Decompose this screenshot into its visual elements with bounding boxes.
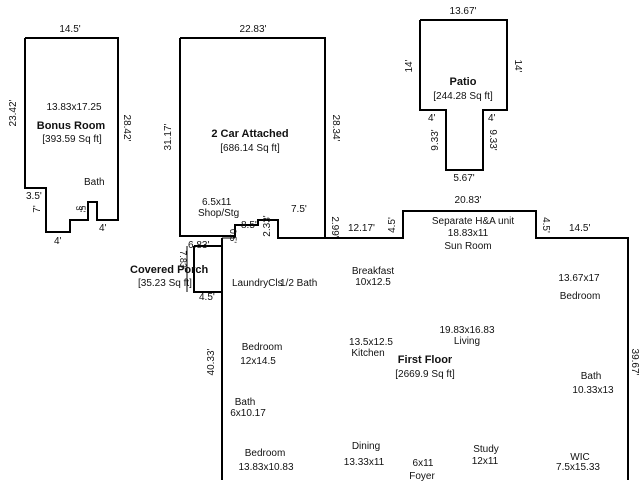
breakfast-label: Breakfast	[351, 266, 395, 277]
covered-porch-title: Covered Porch	[130, 264, 209, 276]
garage-area: [686.14 Sq ft]	[220, 143, 280, 154]
kitchen-label: Kitchen	[351, 348, 385, 359]
shop-storage-size: 6.5x11	[202, 197, 232, 208]
bath-w-label: Bath	[234, 397, 256, 408]
patio-title: Patio	[449, 76, 477, 88]
sun-room-note: Separate H&A unit	[431, 216, 515, 227]
bonus-room-dimension-4-right: 4'	[99, 223, 107, 234]
dining-size: 13.33x11	[343, 457, 385, 468]
bonus-room-area: [393.59 Sq ft]	[42, 134, 102, 145]
living-label: Living	[453, 336, 481, 347]
first-floor-left-dimension: 40.33'	[206, 348, 217, 376]
patio-area: [244.28 Sq ft]	[433, 91, 493, 102]
foyer-label: Foyer	[409, 471, 435, 482]
bonus-room-left-dimension: 23.42'	[8, 99, 19, 127]
half-bath-label: 1/2 Bath	[280, 278, 318, 289]
bedroom-w-label: Bedroom	[241, 342, 283, 353]
patio-top-dimension: 13.67'	[449, 6, 477, 17]
wic-label: WIC	[570, 452, 590, 463]
bedroom-w-size: 12x14.5	[240, 356, 276, 367]
covered-porch-outline	[193, 245, 223, 293]
bonus-room-top-dimension: 14.5'	[59, 24, 81, 35]
garage-right-dimension: 28.34'	[330, 114, 341, 142]
sun-room-size: 18.83x11	[447, 228, 489, 239]
bonus-room-outline	[24, 37, 119, 233]
bedroom-sw-label: Bedroom	[244, 448, 286, 459]
patio-bottom-dimension: 5.67'	[453, 173, 475, 184]
patio-dimension-4-left: 4'	[428, 113, 436, 124]
bath-w-size: 6x10.17	[230, 408, 266, 419]
garage-top-dimension: 22.83'	[239, 24, 267, 35]
living-size: 19.83x16.83	[439, 325, 495, 336]
first-floor-dimension-4-5-right: 4.5'	[540, 217, 551, 233]
bedroom-ne-label: Bedroom	[559, 291, 601, 302]
bonus-room-dimension-4-left: 4'	[54, 236, 62, 247]
shop-storage-label: Shop/Stg	[198, 208, 240, 219]
first-floor-outline	[325, 210, 629, 480]
patio-left-dimension: 14'	[404, 59, 415, 73]
covered-porch-bottom-dimension: 4.5'	[199, 292, 215, 303]
garage-dimension-2-99: 2.99'	[329, 216, 340, 238]
first-floor-dimension-14-5: 14.5'	[569, 223, 591, 234]
garage-outline	[179, 37, 326, 239]
laundry-closet-label: LaundryCls	[232, 278, 283, 289]
garage-dimension-7-5: 7.5'	[291, 204, 307, 215]
bonus-room-bath-label: Bath	[84, 177, 105, 188]
bath-e-label: Bath	[580, 371, 602, 382]
first-floor-title: First Floor	[397, 354, 453, 366]
wic-size: 7.5x15.33	[556, 462, 600, 473]
bonus-room-dimension-7: 7'	[32, 205, 43, 213]
first-floor-right-dimension: 39.67'	[629, 348, 640, 376]
garage-dimension-0-5: 0.5'	[228, 228, 238, 244]
bonus-room-size: 13.83x17.25	[46, 102, 102, 113]
garage-left-dimension: 31.17'	[163, 123, 174, 151]
study-label: Study	[473, 444, 499, 455]
bath-e-size: 10.33x13	[572, 385, 614, 396]
bedroom-ne-size: 13.67x17	[558, 273, 600, 284]
bonus-room-title: Bonus Room	[36, 120, 106, 132]
patio-right-dimension: 14'	[512, 59, 523, 73]
bonus-room-dimension-3: 3'	[74, 206, 83, 212]
covered-porch-area: [35.23 Sq ft]	[138, 278, 192, 289]
garage-dimension-8-5: 8.5'	[241, 220, 257, 231]
first-floor-area: [2669.9 Sq ft]	[395, 369, 455, 380]
covered-porch-dimension-7-83: 7.83'	[178, 250, 188, 270]
bonus-room-dimension-3-5: 3.5'	[26, 191, 42, 202]
first-floor-dimension-4-5-left: 4.5'	[387, 217, 398, 233]
sun-room-label: Sun Room	[444, 241, 492, 252]
bonus-room-right-dimension: 28.42'	[121, 114, 132, 142]
patio-dimension-4-right: 4'	[488, 113, 496, 124]
foyer-size: 6x11	[412, 458, 434, 469]
first-floor-dimension-12-17: 12.17'	[348, 223, 375, 234]
patio-outline	[419, 19, 508, 171]
bedroom-sw-size: 13.83x10.83	[238, 462, 294, 473]
study-size: 12x11	[471, 456, 499, 467]
breakfast-size: 10x12.5	[355, 277, 391, 288]
dining-label: Dining	[351, 441, 381, 452]
garage-title: 2 Car Attached	[211, 128, 289, 140]
garage-dimension-2-33: 2.33'	[262, 215, 273, 237]
patio-dimension-9-33-left: 9.33'	[430, 129, 441, 151]
patio-dimension-9-33-right: 9.33'	[487, 129, 498, 151]
garage-dimension-6-83: 6.83'	[188, 240, 210, 251]
first-floor-dimension-20-83: 20.83'	[454, 195, 482, 206]
kitchen-size: 13.5x12.5	[349, 337, 393, 348]
